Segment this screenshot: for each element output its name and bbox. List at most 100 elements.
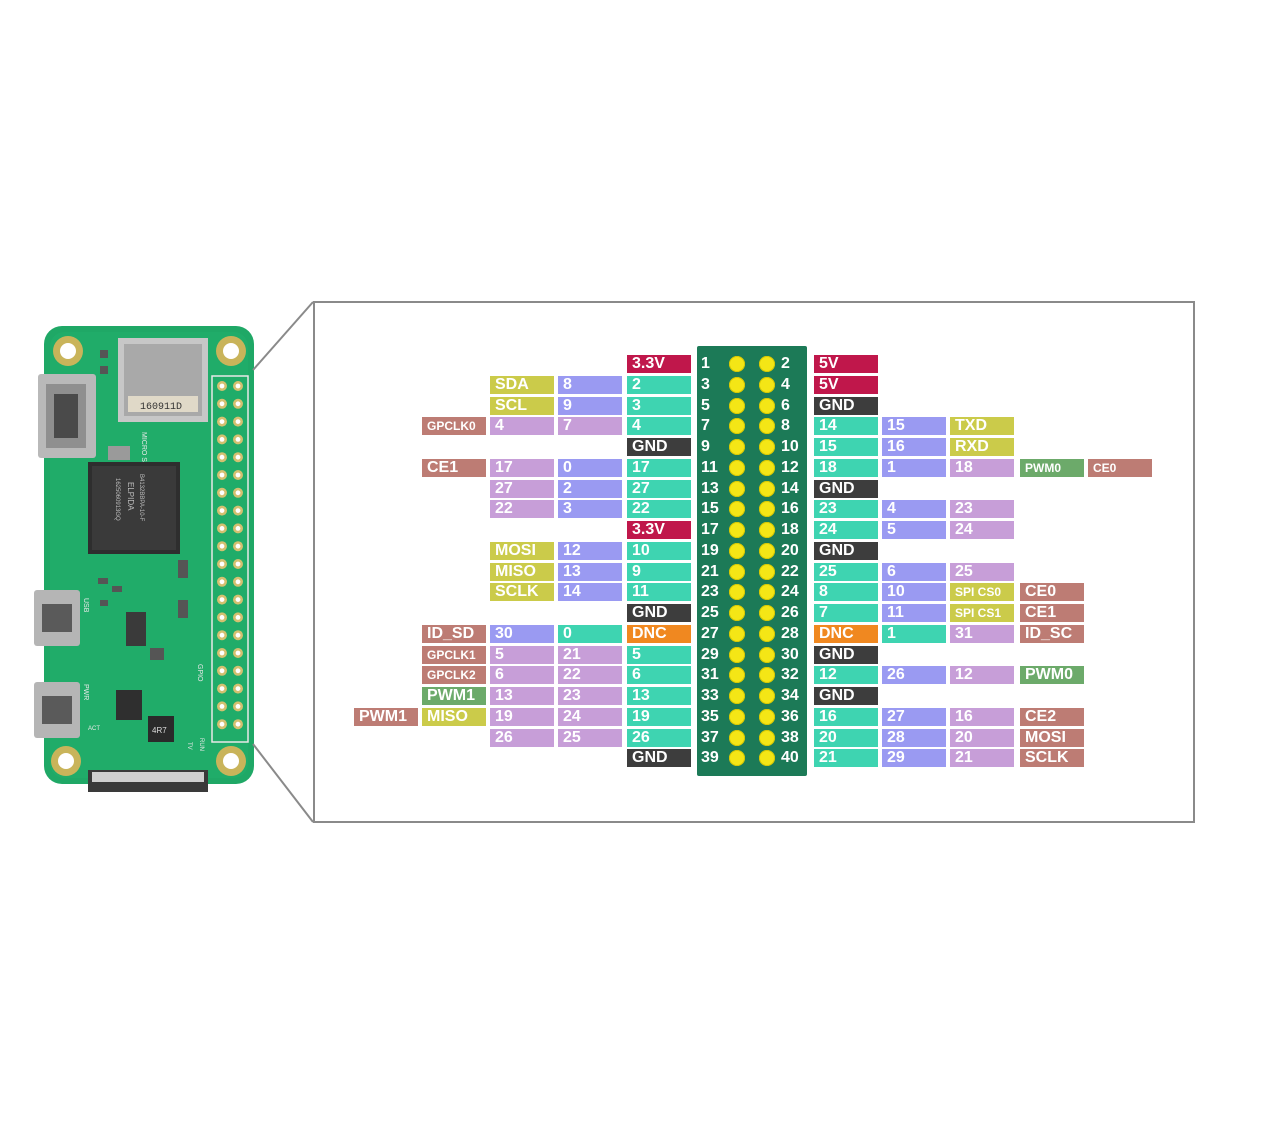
header-pin-2	[759, 356, 775, 372]
gpio-hole-center	[219, 721, 225, 727]
pin-label-wpi: 2	[558, 479, 622, 498]
gpio-hole-center	[219, 686, 225, 691]
gpio-hole-center	[219, 508, 225, 513]
pin-label-wpi: 28	[882, 728, 946, 747]
pin-label-gpio: 23	[814, 500, 878, 519]
gpio-hole-center	[219, 526, 225, 531]
sd-slot-label: MICRO SD CARD	[140, 432, 147, 489]
pin-number: 25	[701, 604, 719, 621]
header-pin-15	[729, 501, 745, 518]
header-pin-20	[759, 542, 775, 559]
pin-label-bcm: 18	[950, 458, 1014, 477]
header-pin-14	[759, 480, 775, 497]
pin-number: 39	[701, 749, 719, 767]
sd-card-mark: 160911D	[140, 402, 182, 413]
pin-number: 37	[701, 728, 719, 746]
header-pin-37	[729, 729, 745, 746]
pin-label-func: MOSI	[490, 541, 554, 560]
pin-label-bcm: 17	[490, 458, 554, 477]
pin-number: 10	[781, 438, 799, 455]
header-pin-29	[729, 646, 745, 663]
header-pin-27	[729, 625, 745, 642]
pin-label-wpi: 5	[882, 521, 946, 539]
pin-label-gnd: GND	[814, 396, 878, 415]
pin-label-wpi: 4	[882, 500, 946, 519]
pin-number: 16	[781, 500, 799, 518]
pin-label-func: SPI CS1	[950, 604, 1014, 622]
pin-label-func: SCL	[490, 396, 554, 415]
pin-label-wpi: 26	[882, 666, 946, 685]
pin-number: 24	[781, 583, 799, 601]
header-pin-32	[759, 667, 775, 684]
gpio-hole-center	[235, 650, 241, 656]
components: 4R7	[98, 350, 188, 742]
pin-label-gpio: 11	[627, 583, 691, 602]
micro-usb-data-port: USB	[34, 590, 89, 646]
header-pin-5	[729, 397, 745, 414]
pin-label-alt: GPCLK2	[422, 666, 486, 685]
gpio-hole-center	[235, 508, 241, 513]
pin-label-bcm: 21	[950, 749, 1014, 768]
gpio-hole-center	[235, 632, 241, 638]
pin-label-bcm: 27	[490, 479, 554, 498]
pin-label-bcm: 20	[950, 728, 1014, 747]
soc-chip: ELPIDA B4132BBPA-10-F 1625060913GQ	[88, 462, 180, 554]
gpio-hole-center	[219, 579, 225, 585]
pin-number: 35	[701, 707, 719, 725]
pin-label-gpio: 16	[814, 707, 878, 726]
mini-hdmi-port	[38, 374, 96, 458]
pin-label-bcm: 7	[558, 417, 622, 436]
pin-label-alt: SCLK	[1020, 749, 1084, 768]
header-pin-39	[729, 750, 745, 767]
pin-label-alt: CE2	[1020, 707, 1084, 726]
pin-label-wpi: 30	[490, 624, 554, 643]
pin-number: 27	[701, 624, 719, 642]
pin-label-alt: MOSI	[1020, 728, 1084, 747]
pin-label-gnd: GND	[814, 645, 878, 664]
pin-label-pwm: PWM0	[1020, 458, 1084, 477]
pin-number: 9	[701, 438, 710, 455]
pin-label-bcm: 12	[950, 666, 1014, 685]
header-pin-7	[729, 418, 745, 435]
pin-number: 30	[781, 645, 799, 663]
gpio-hole-center	[219, 454, 225, 460]
gpio-hole-center	[235, 437, 241, 442]
header-pin-13	[729, 480, 745, 497]
header-pin-18	[759, 522, 775, 538]
header-pin-24	[759, 584, 775, 601]
header-pin-16	[759, 501, 775, 518]
gpio-hole-center	[219, 668, 225, 674]
gpio-holes	[217, 381, 243, 730]
pin-label-wpi: 10	[882, 583, 946, 602]
pin-label-bcm: 24	[950, 521, 1014, 539]
pin-number: 20	[781, 541, 799, 559]
header-pin-38	[759, 729, 775, 746]
pin-label-gpio: 26	[627, 728, 691, 747]
gpio-hole-center	[219, 597, 225, 602]
gpio-hole-center	[235, 419, 241, 424]
header-pin-36	[759, 708, 775, 725]
pin-number: 1	[701, 355, 710, 372]
pin-label-gpio: 14	[814, 417, 878, 436]
pin-label-gpio: 7	[814, 604, 878, 622]
pin-label-wpi: 8	[558, 375, 622, 394]
gpio-hole-center	[235, 401, 241, 407]
pin-number: 22	[781, 562, 799, 580]
pin-label-wpi: 1	[882, 458, 946, 477]
gpio-hole-center	[219, 383, 225, 389]
gpio-outline	[211, 375, 249, 743]
pin-label-alt: CE1	[422, 458, 486, 477]
gpio-label: GPIO	[196, 664, 203, 682]
pin-label-gpio: 10	[627, 541, 691, 560]
pin-label-alt: CE0	[1088, 458, 1152, 477]
gpio-hole-center	[235, 721, 241, 727]
pin-label-bcm: 25	[558, 728, 622, 747]
gpio-hole-center	[235, 543, 241, 549]
pin-label-wpi: 13	[558, 562, 622, 581]
pin-label-bcm: 16	[950, 707, 1014, 726]
pin-number: 7	[701, 417, 710, 435]
pin-label-gpio: 17	[627, 458, 691, 477]
pin-label-dnc: DNC	[627, 624, 691, 643]
pin-label-alt: GPCLK1	[422, 645, 486, 664]
